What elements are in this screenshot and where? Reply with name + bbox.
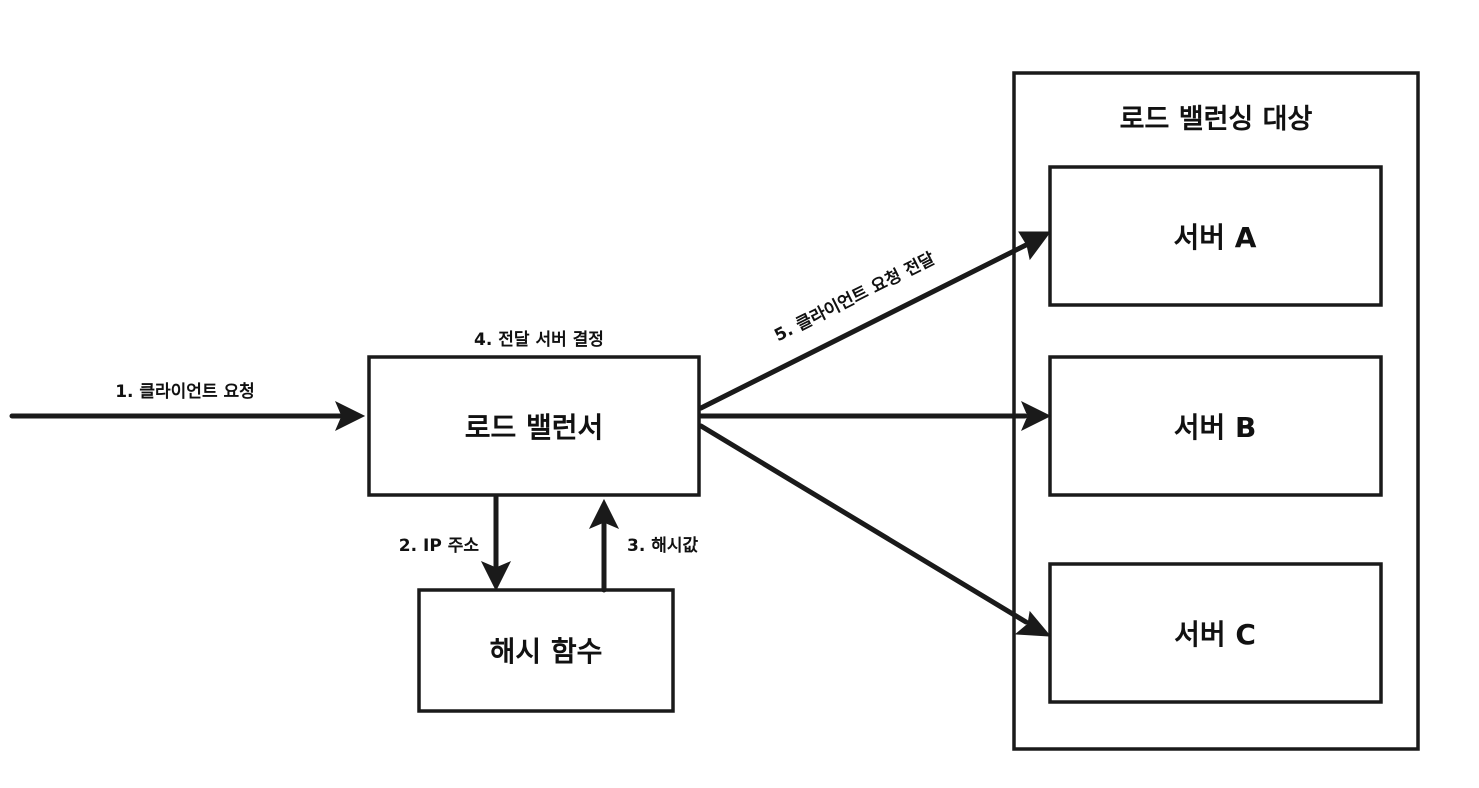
client-request-arrowhead: [335, 400, 366, 432]
ip-address-label: 2. IP 주소: [399, 536, 480, 556]
forward-to-server-c-edge: [698, 423, 1052, 637]
forward-to-server-a-arrowhead: [1018, 231, 1051, 261]
server-b-box: [1048, 355, 1383, 497]
server-a-node: 서버 A: [1048, 165, 1383, 307]
forward-to-server-a-line: [698, 242, 1029, 411]
hash-function-node: 해시 함수: [417, 588, 675, 713]
load-balancer-box: [367, 355, 701, 497]
hash-value-arrowhead: [588, 498, 620, 529]
server-c-node: 서버 C: [1048, 562, 1383, 704]
forward-to-server-b-arrowhead: [1021, 400, 1052, 432]
targets-group-title: 로드 밸런싱 대상: [1120, 104, 1313, 135]
hash-value-label: 3. 해시값: [627, 536, 698, 556]
server-a-label: 서버 A: [1174, 221, 1257, 254]
forward-to-server-b-edge: [698, 400, 1052, 432]
forward-to-server-c-line: [698, 423, 1029, 625]
client-request-edge: 1. 클라이언트 요청: [9, 381, 366, 432]
decide-server-label: 4. 전달 서버 결정: [474, 329, 604, 350]
forward-to-server-a-edge: 5. 클라이언트 요청 전달: [698, 231, 1051, 411]
load-balancer-node: 로드 밸런서: [367, 355, 701, 497]
server-b-node: 서버 B: [1048, 355, 1383, 497]
server-a-box: [1048, 165, 1383, 307]
hash-value-edge: 3. 해시값: [588, 498, 698, 593]
forward-to-server-c-arrowhead: [1014, 610, 1052, 637]
ip-address-arrowhead: [480, 561, 512, 592]
hash-function-label: 해시 함수: [490, 635, 603, 668]
client-request-label: 1. 클라이언트 요청: [115, 381, 255, 402]
load-balancer-label: 로드 밸런서: [465, 411, 604, 444]
server-b-label: 서버 B: [1174, 411, 1257, 444]
hash-function-box: [417, 588, 675, 713]
server-c-box: [1048, 562, 1383, 704]
server-c-label: 서버 C: [1174, 618, 1256, 651]
ip-address-edge: 2. IP 주소: [399, 494, 512, 592]
